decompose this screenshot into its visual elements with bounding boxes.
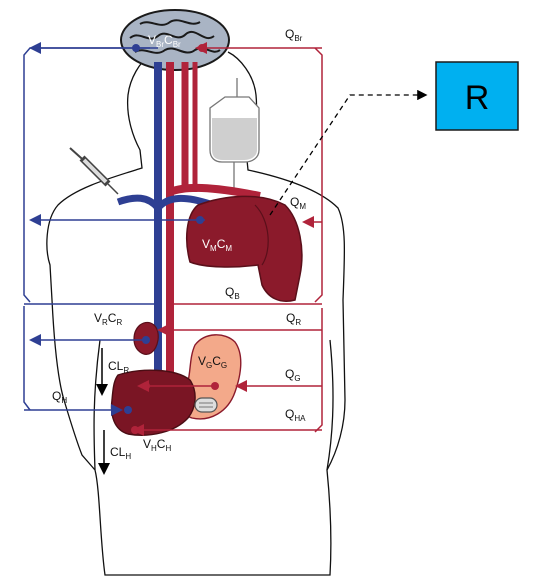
label-q-muscle: QM [290, 195, 306, 211]
syringe-icon [70, 148, 118, 194]
node-brain-arterial [198, 44, 206, 52]
label-liver: VHCH [143, 437, 171, 453]
arterial-supply-loop [315, 48, 322, 432]
node-kidney [142, 336, 150, 344]
node-gut [211, 382, 219, 390]
label-cl-kidney: CLR [108, 359, 129, 375]
label-kidney: VRCR [94, 311, 122, 327]
node-portal [142, 382, 150, 390]
label-q-hepatic-out: QH [52, 389, 67, 405]
result-box-label: R [465, 79, 490, 117]
arm-right-inner [327, 340, 333, 470]
label-q-hepatic-artery: QHA [285, 407, 306, 423]
iv-bag-icon [210, 78, 259, 190]
node-liver-arterial [131, 426, 139, 434]
node-brain-venous [132, 44, 140, 52]
arm-left-inner [94, 340, 100, 470]
node-muscle [196, 216, 204, 224]
label-q-brain: QBr [285, 27, 303, 43]
pill-icon [195, 398, 217, 412]
label-q-blood: QB [225, 285, 240, 301]
node-liver-venous [124, 406, 132, 414]
label-q-gut: QG [285, 367, 301, 383]
label-q-kidney: QR [286, 311, 301, 327]
label-cl-liver: CLH [110, 445, 131, 461]
venous-return-loop [24, 48, 158, 410]
subclavian-artery [170, 188, 260, 196]
liver-organ [112, 370, 196, 435]
